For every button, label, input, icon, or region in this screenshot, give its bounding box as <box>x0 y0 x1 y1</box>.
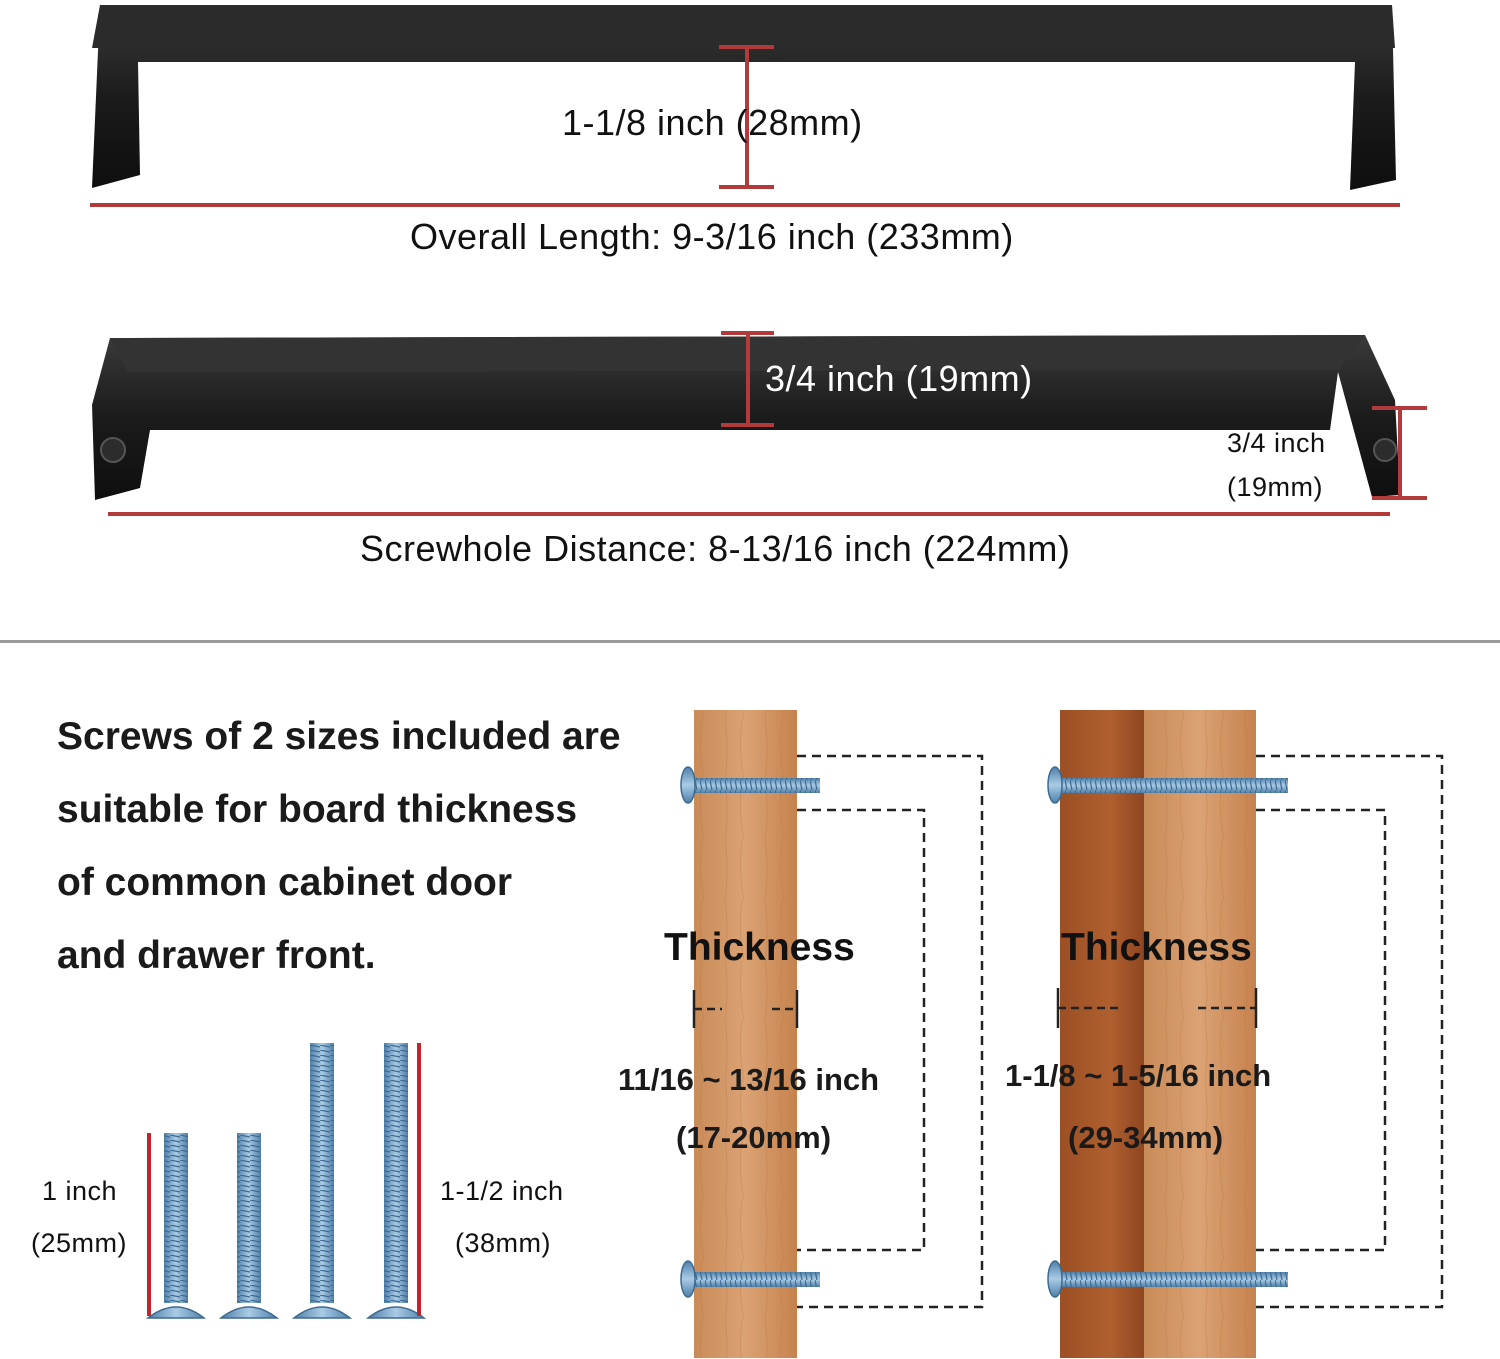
description-line: of common cabinet door <box>57 861 513 904</box>
thick-board-range-inch: 1-1/8 ~ 1-5/16 inch <box>1005 1058 1272 1093</box>
thick-board <box>1060 710 1256 1358</box>
long-screw-size-label: 1-1/2 inch <box>440 1176 564 1206</box>
short-screw-2 <box>218 1133 280 1319</box>
long-screw-2 <box>365 1043 427 1319</box>
thin-board-screw-bottom <box>680 1260 820 1298</box>
description-line: suitable for board thickness <box>57 788 578 831</box>
handle-front-view <box>92 5 1396 190</box>
short-screw-size-label: 1 inch <box>42 1176 118 1206</box>
thick-board-handle-outline <box>1256 754 1444 1309</box>
screwhole-distance-label: Screwhole Distance: 8-13/16 inch (224mm) <box>360 528 1071 569</box>
thin-board-thickness-title: Thickness <box>664 926 855 969</box>
description-line: Screws of 2 sizes included are <box>57 715 621 758</box>
description-line: and drawer front. <box>57 934 376 977</box>
section-divider <box>0 640 1500 643</box>
handle-depth-label: 3/4 inch (19mm) <box>765 358 1033 399</box>
screws-description: Screws of 2 sizes included are suitable … <box>57 700 621 992</box>
thick-board-screw-bottom <box>1047 1260 1288 1298</box>
depth-dimension-marker <box>721 331 774 427</box>
thin-board-screw-top <box>680 766 820 804</box>
thin-board <box>694 710 797 1358</box>
thick-board-thickness-title: Thickness <box>1061 926 1252 969</box>
height-dimension-marker <box>719 45 774 189</box>
thick-board-thickness-marker <box>1056 988 1258 1028</box>
thin-board-thickness-marker <box>692 990 799 1028</box>
end-height-dimension-marker <box>1372 406 1427 500</box>
thick-board-screw-top <box>1047 766 1288 804</box>
overall-length-label: Overall Length: 9-3/16 inch (233mm) <box>410 216 1014 257</box>
long-screw-metric-label: (38mm) <box>455 1228 551 1258</box>
long-screw-1 <box>291 1043 353 1319</box>
short-screw-metric-label: (25mm) <box>31 1228 127 1258</box>
thin-board-range-inch: 11/16 ~ 13/16 inch <box>618 1062 880 1097</box>
end-height-label-line1: 3/4 inch <box>1227 428 1326 458</box>
thin-board-handle-outline <box>797 754 984 1309</box>
handle-height-label: 1-1/8 inch (28mm) <box>562 102 863 143</box>
thin-board-range-mm: (17-20mm) <box>676 1120 832 1155</box>
thick-board-range-mm: (29-34mm) <box>1068 1120 1224 1155</box>
short-screw-1 <box>145 1133 207 1319</box>
end-height-label-line2: (19mm) <box>1227 472 1323 502</box>
